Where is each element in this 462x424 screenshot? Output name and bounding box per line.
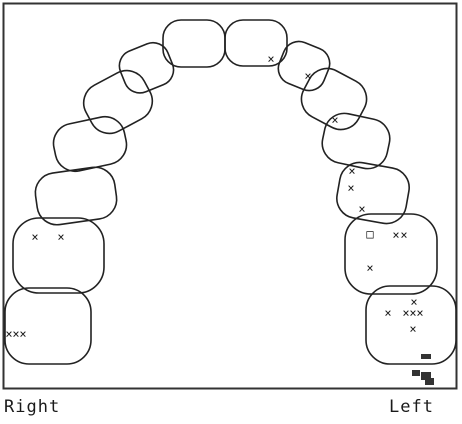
marker-filling [412, 370, 420, 376]
marker-cross: × [57, 230, 64, 244]
marker-cross: × [19, 327, 26, 341]
tooth-central-incisor-left[interactable] [225, 20, 287, 66]
tooth-lateral-incisor-right[interactable] [115, 38, 179, 98]
tooth-first-premolar-right[interactable] [50, 113, 130, 175]
marker-cross: × [400, 228, 407, 242]
left-side-label: Left [389, 397, 434, 417]
marker-cross: × [348, 164, 355, 178]
tooth-first-molar-left[interactable] [345, 214, 437, 294]
right-side-label: Right [4, 397, 60, 417]
marker-cross: × [409, 322, 416, 336]
marker-cross: × [267, 52, 274, 66]
tooth-central-incisor-right[interactable] [163, 20, 225, 67]
marker-cross: × [358, 202, 365, 216]
marker-square: □ [366, 227, 373, 241]
marker-cross: × [331, 113, 338, 127]
marker-filling [425, 378, 434, 385]
marker-cross: × [384, 306, 391, 320]
marker-cross: × [366, 261, 373, 275]
marker-cross: × [304, 69, 311, 83]
marker-cross: × [392, 228, 399, 242]
tooth-canine-right[interactable] [77, 64, 160, 141]
marker-cross: × [416, 306, 423, 320]
tooth-second-molar-right[interactable] [5, 288, 91, 364]
tooth-second-premolar-left[interactable] [334, 159, 413, 226]
marker-cross: × [347, 181, 354, 195]
marker-cross: × [31, 230, 38, 244]
marker-filling [421, 354, 431, 359]
tooth-lateral-incisor-left[interactable] [274, 37, 335, 96]
